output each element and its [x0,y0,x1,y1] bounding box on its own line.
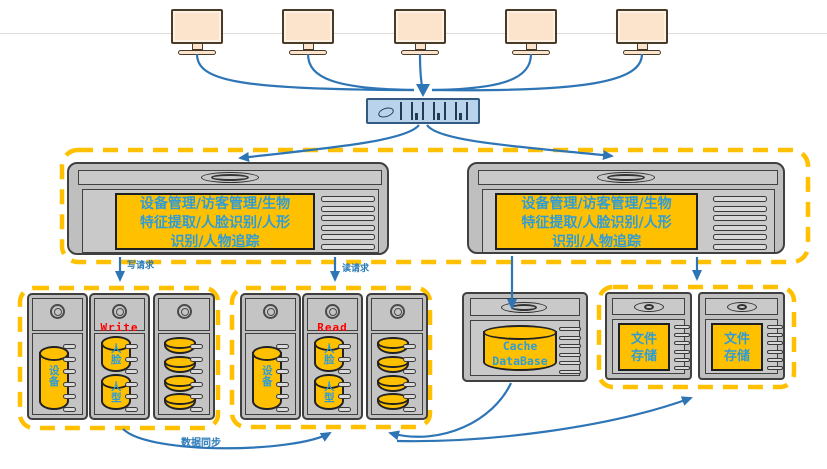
body-db-cylinder-icon: 人型 [314,374,344,410]
server-function-panel: 设备管理/访客管理/生物 特征提取/人脸识别/人形 识别/人物追踪 [115,193,315,250]
monitor-screen [505,9,557,44]
cache-oval-icon [501,302,547,313]
server-vents-icon [713,196,767,254]
power-button-icon [263,304,278,319]
file-storage-panel: 文件 存储 [711,323,763,371]
vents-icon [190,344,203,420]
disk-icon [377,337,409,354]
power-button-icon [389,304,405,319]
write-group-border [17,285,221,431]
vents-icon [674,325,690,374]
power-button-icon [325,304,340,319]
switch-led-icon [377,105,395,120]
read-tower-disks [366,293,428,420]
write-tower-device: 设备 [27,293,88,420]
power-button-icon [50,304,65,319]
client-monitor-icon [394,9,446,55]
server-vents-icon [321,196,375,254]
power-button-icon [176,304,192,319]
body-db-cylinder-icon: 人型 [101,374,131,410]
device-db-cylinder-icon: 设备 [252,346,282,410]
write-request-label: 写请求 [127,261,155,271]
network-switch-icon [366,98,480,124]
cache-database-box: Cache DataBase [462,292,588,382]
read-tower-device: 设备 [240,293,301,420]
client-monitor-icon [505,9,557,55]
cache-front: Cache DataBase [470,320,581,379]
monitor-screen [394,9,446,44]
filebox-oval-icon [727,302,757,312]
write-tower-disks [153,293,215,420]
app-server-right: 设备管理/访客管理/生物 特征提取/人脸识别/人形 识别/人物追踪 [467,162,785,254]
cache-top-bar [470,298,580,316]
server-oval-icon [597,172,655,183]
tag-write: Write [100,321,139,334]
vents-icon [338,344,351,420]
server-front: 设备管理/访客管理/生物 特征提取/人脸识别/人形 识别/人物追踪 [82,189,379,253]
monitor-screen [282,9,334,44]
client-monitor-icon [282,9,334,55]
vents-icon [559,327,581,379]
vents-icon [403,344,416,420]
monitor-screen [171,9,223,44]
filestore-group-border [596,284,797,390]
file-storage-box: 文件 存储 [605,292,692,380]
vents-icon [125,344,138,420]
client-monitor-icon [171,9,223,55]
app-server-left: 设备管理/访客管理/生物 特征提取/人脸识别/人形 识别/人物追踪 [67,162,389,255]
server-top-bar [478,170,778,185]
disk-icon [377,356,409,373]
device-db-cylinder-icon: 设备 [39,346,69,410]
write-tower-biometric: Write 人脸 人型 [89,293,150,420]
file-storage-panel: 文件 存储 [618,323,670,371]
switch-ports-icon [400,102,474,120]
disk-icon [164,356,196,373]
filebox-oval-icon [634,302,664,312]
cache-db-cylinder-icon: Cache DataBase [483,325,557,371]
server-oval-icon [201,172,259,183]
read-group-border [229,285,433,430]
server-function-panel: 设备管理/访客管理/生物 特征提取/人脸识别/人形 识别/人物追踪 [495,193,698,250]
power-button-icon [112,304,127,319]
read-tower-biometric: Read 人脸 人型 [302,293,363,420]
server-front: 设备管理/访客管理/生物 特征提取/人脸识别/人形 识别/人物追踪 [482,189,775,253]
vents-icon [767,325,783,374]
file-storage-box: 文件 存储 [698,292,785,380]
client-monitor-icon [616,9,668,55]
vents-icon [63,344,76,420]
vents-icon [276,344,289,420]
tag-read: Read [317,321,348,334]
read-request-label: 读请求 [342,264,370,274]
disk-icon [164,337,196,354]
monitor-screen [616,9,668,44]
server-top-bar [78,170,382,185]
face-db-cylinder-icon: 人脸 [101,336,131,372]
data-sync-label: 数据同步 [181,438,221,449]
